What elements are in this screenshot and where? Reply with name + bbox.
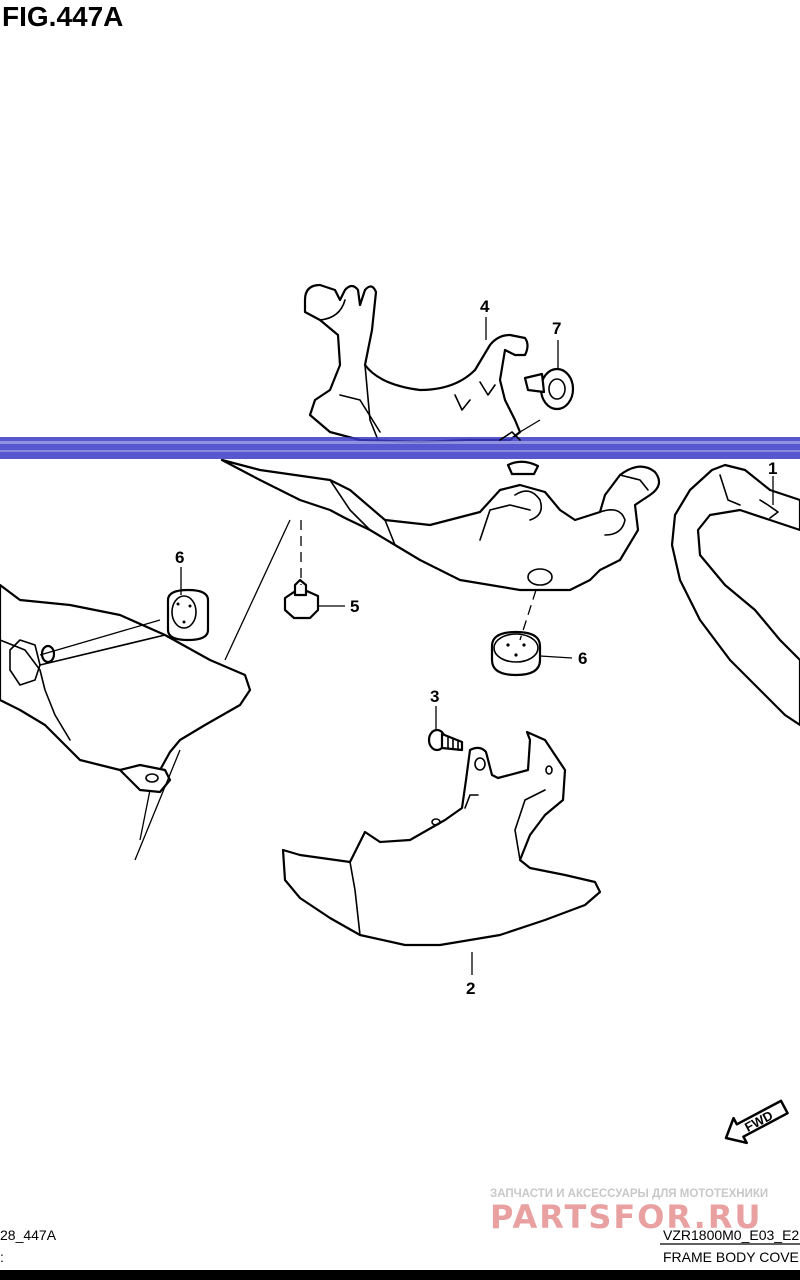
footer-left-code: 28_447A [0, 1227, 57, 1243]
part-6-grommet-right [490, 630, 542, 677]
figure-title: FIG.447A [2, 1, 123, 32]
callout-6-right: 6 [578, 649, 587, 668]
callout-6-left: 6 [175, 548, 184, 567]
callout-2: 2 [466, 979, 475, 998]
part-3-screw [427, 728, 464, 752]
callout-3: 3 [430, 687, 439, 706]
bottom-bar [0, 1270, 800, 1280]
callout-5: 5 [350, 597, 359, 616]
part-center-cover [220, 431, 661, 592]
part-1-side-cover [670, 463, 800, 727]
watermark-brand: PARTSFOR.RU [490, 1198, 762, 1236]
footer-model-code: VZR1800M0_E03_E2 [663, 1227, 799, 1243]
scan-line [0, 437, 800, 459]
footer-section-name: FRAME BODY COVER [663, 1249, 800, 1265]
watermark-tagline: ЗАПЧАСТИ И АКСЕССУАРЫ ДЛЯ МОТОТЕХНИКИ [490, 1188, 768, 1200]
part-6-grommet-left [166, 588, 210, 642]
fwd-arrow-icon: FWD [724, 1099, 789, 1145]
footer-left-sub: : [0, 1249, 4, 1265]
callout-1: 1 [768, 459, 777, 478]
leader-lines [39, 317, 774, 975]
part-2-lower-cover [281, 730, 602, 947]
part-7-clip [523, 367, 575, 411]
part-4-bracket [303, 283, 529, 444]
callout-7: 7 [552, 319, 561, 338]
fwd-label: FWD [742, 1108, 775, 1135]
part-left-cover [0, 583, 252, 794]
part-5-push-clip [283, 578, 320, 620]
callout-4: 4 [480, 297, 490, 316]
